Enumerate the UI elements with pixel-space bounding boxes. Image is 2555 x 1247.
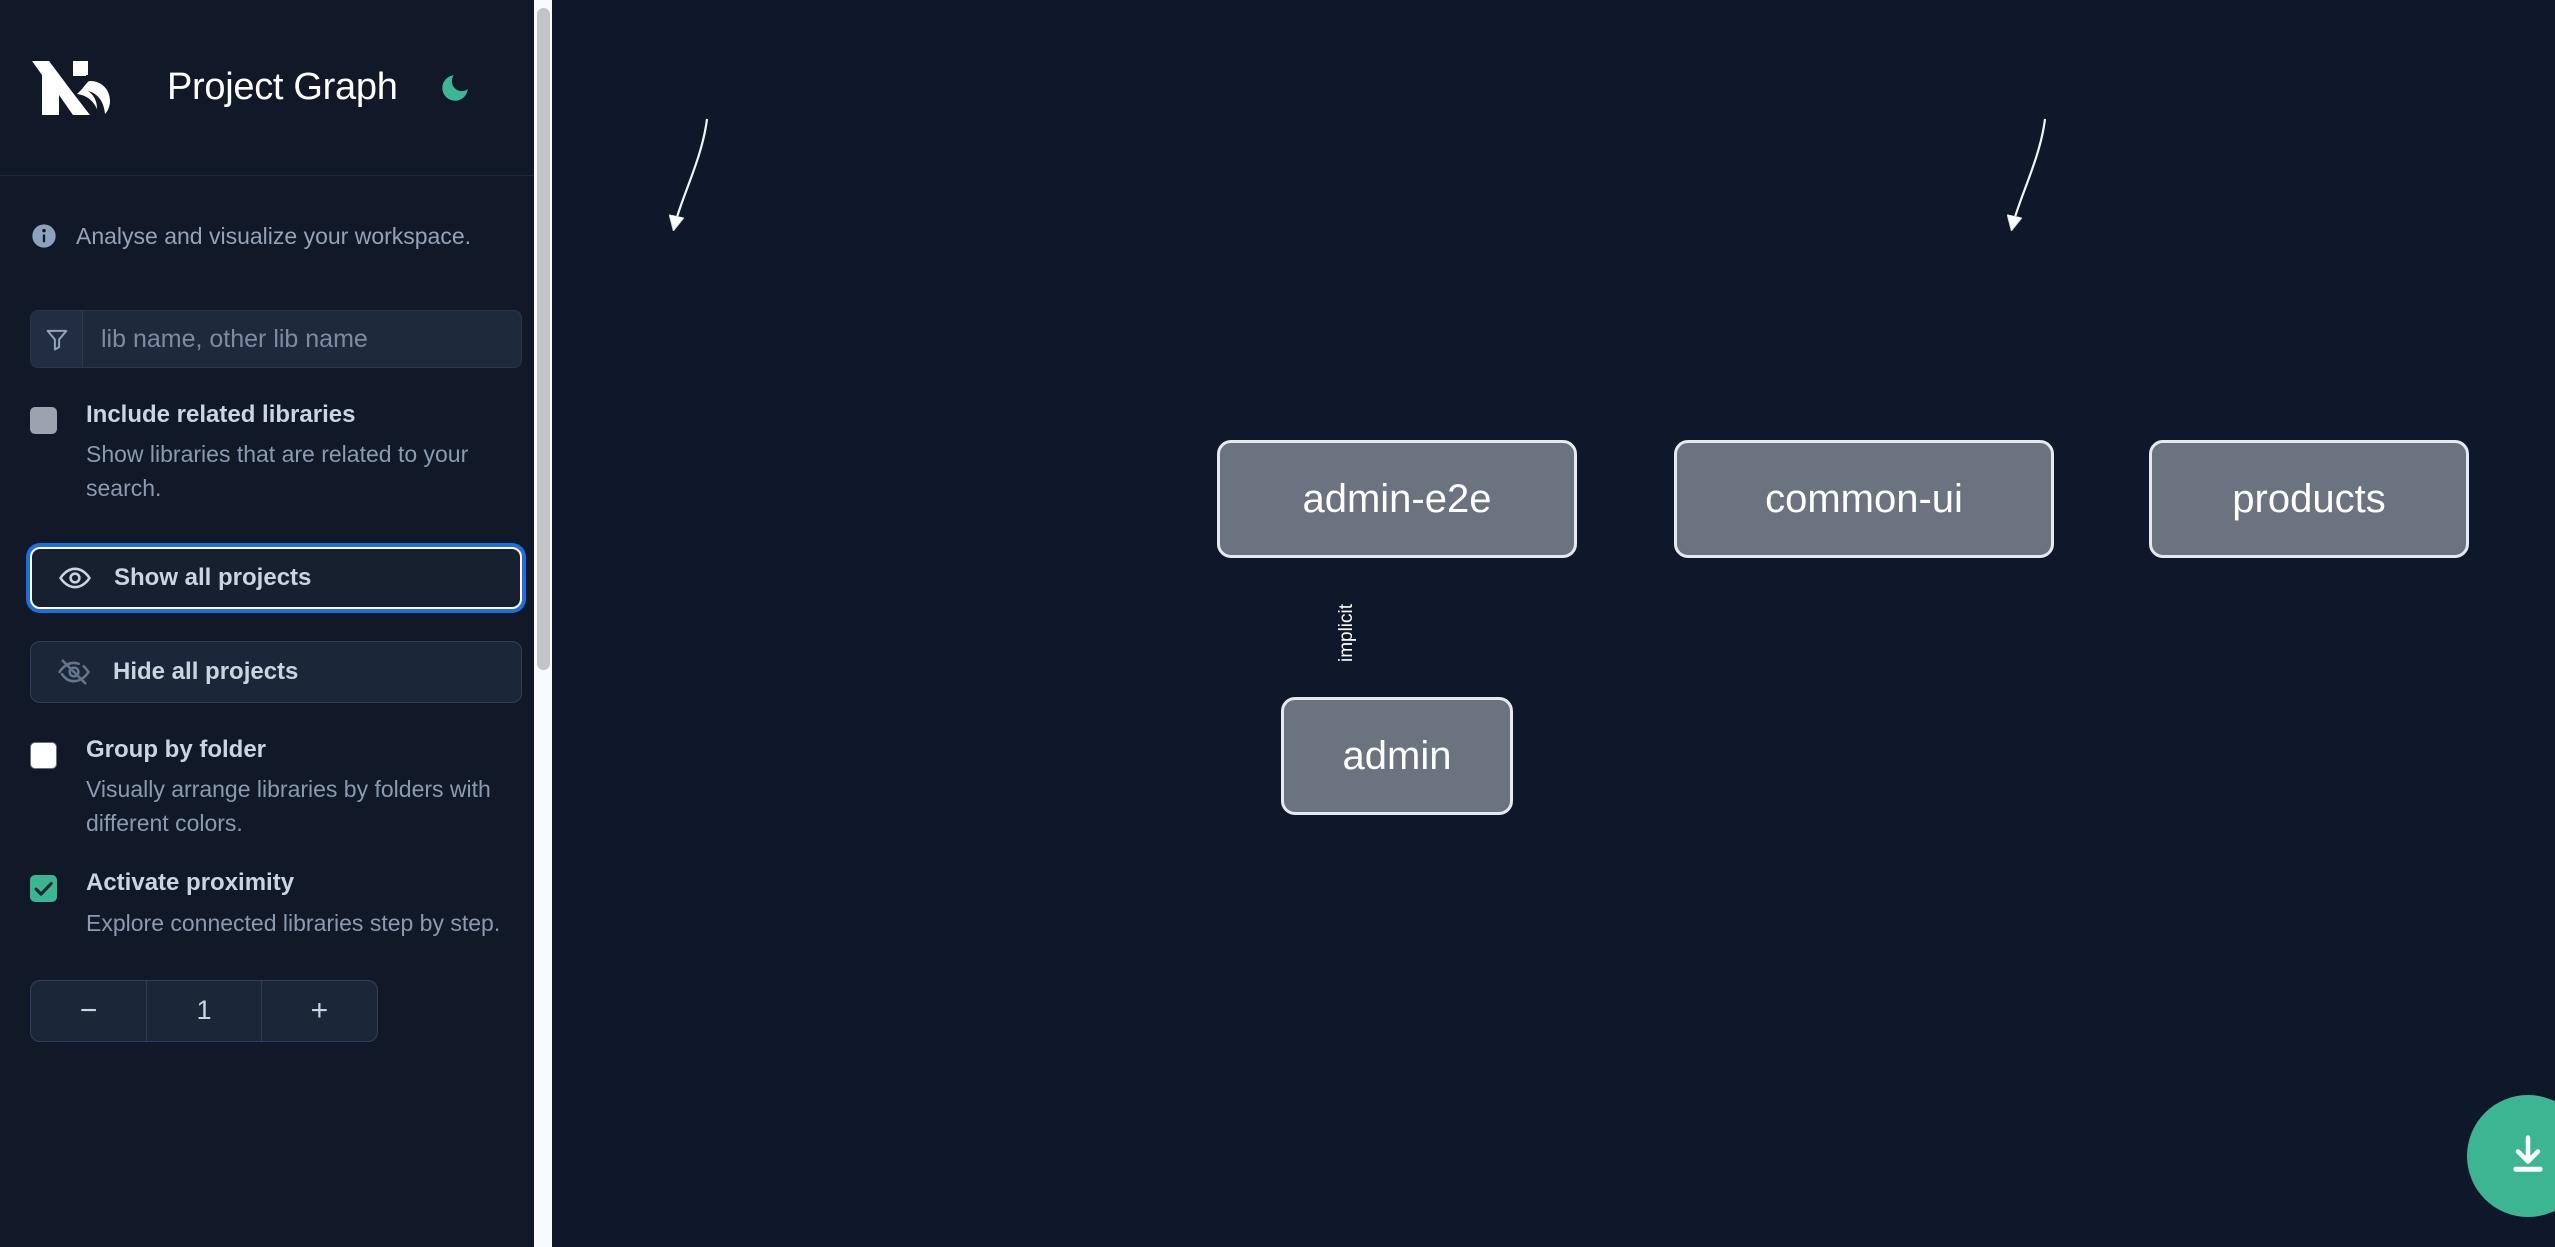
sidebar-scrollbar[interactable] [534, 0, 552, 1247]
proximity-value: 1 [146, 980, 262, 1041]
node-label: products [2232, 476, 2386, 521]
node-label: admin [1342, 733, 1452, 778]
edge-label-admin-implicit: implicit [1336, 603, 1357, 663]
graph-canvas[interactable]: admin-e2e common-ui products store-e2e a… [552, 0, 2555, 1247]
filter-funnel-icon [31, 311, 83, 367]
option-label: Activate proximity [86, 869, 295, 897]
search-input[interactable] [83, 311, 521, 367]
show-all-projects-button[interactable]: Show all projects [30, 547, 522, 610]
nx-logo-icon [28, 53, 123, 123]
checkbox-col [30, 402, 86, 505]
page-title: Project Graph [167, 66, 398, 108]
option-include-related-libraries[interactable]: Include related libraries Show libraries… [30, 401, 522, 505]
moon-icon[interactable] [434, 67, 476, 109]
graph-edges [552, 118, 2047, 1247]
option-text: Group by folder Visually arrange librari… [86, 736, 522, 840]
option-label: Include related libraries [86, 401, 356, 428]
include-related-libraries-checkbox[interactable] [30, 407, 57, 434]
sidebar-subtitle: Analyse and visualize your workspace. [76, 222, 472, 249]
option-description: Explore connected libraries step by step… [86, 909, 501, 936]
option-label: Group by folder [86, 736, 266, 764]
option-group-by-folder[interactable]: Group by folder Visually arrange librari… [30, 736, 522, 840]
graph-node-admin-e2e[interactable]: admin-e2e [1217, 440, 1577, 558]
option-description: Visually arrange libraries by folders wi… [86, 776, 491, 836]
proximity-value-text: 1 [196, 995, 212, 1026]
show-all-projects-label: Show all projects [114, 564, 312, 592]
download-graph-button[interactable] [2467, 1095, 2555, 1217]
graph-node-products[interactable]: products [2149, 440, 2469, 558]
sidebar: Project Graph Analyse and visualize your… [0, 0, 552, 1247]
workspace-subtitle-row: Analyse and visualize your workspace. [0, 176, 552, 260]
activate-proximity-checkbox[interactable] [30, 875, 57, 903]
option-text: Include related libraries Show libraries… [86, 401, 522, 505]
eye-off-icon [57, 655, 91, 689]
info-circle-icon [30, 222, 58, 250]
hide-all-projects-label: Hide all projects [113, 658, 299, 686]
eye-icon [58, 561, 92, 595]
option-description: Show libraries that are related to your … [86, 441, 469, 501]
search-field[interactable] [30, 310, 522, 368]
node-label: common-ui [1765, 476, 1963, 521]
option-activate-proximity[interactable]: Activate proximity Explore connected lib… [30, 869, 522, 940]
sidebar-body: Include related libraries Show libraries… [0, 310, 552, 1042]
checkbox-col [30, 737, 86, 840]
node-label: admin-e2e [1302, 476, 1492, 521]
option-text: Activate proximity Explore connected lib… [86, 869, 501, 940]
group-by-folder-checkbox[interactable] [30, 742, 57, 770]
proximity-decrement-button[interactable]: − [31, 981, 146, 1041]
graph-node-common-ui[interactable]: common-ui [1674, 440, 2054, 558]
proximity-stepper[interactable]: − 1 + [30, 979, 378, 1042]
sidebar-scrollbar-thumb[interactable] [537, 8, 550, 670]
proximity-increment-button[interactable]: + [262, 981, 377, 1041]
hide-all-projects-button[interactable]: Hide all projects [30, 641, 522, 704]
graph-node-admin[interactable]: admin [1281, 697, 1513, 815]
checkbox-col [30, 870, 86, 940]
download-icon [2502, 1129, 2554, 1184]
show-all-projects-wrap: Show all projects [30, 547, 522, 610]
sidebar-header: Project Graph [0, 0, 552, 176]
